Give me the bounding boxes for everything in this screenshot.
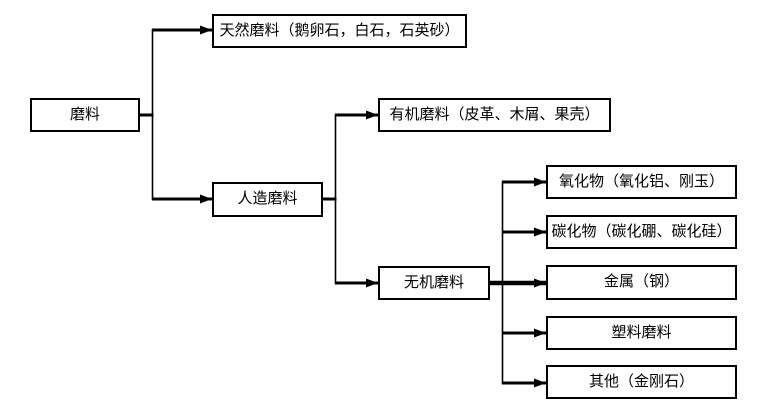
node-inorganic-abrasive: 无机磨料 — [378, 266, 490, 300]
node-oxide: 氧化物（氧化铝、刚玉） — [546, 165, 737, 199]
node-natural-abrasive: 天然磨料（鹅卵石，白石，石英砂） — [212, 14, 467, 48]
node-organic-abrasive: 有机磨料（皮革、木屑、果壳） — [378, 98, 611, 132]
node-artificial-abrasive: 人造磨料 — [212, 182, 323, 217]
node-carbide: 碳化物（碳化硼、碳化硅） — [546, 215, 737, 249]
node-abrasive-root: 磨料 — [30, 98, 140, 132]
node-metal: 金属（钢） — [546, 265, 737, 300]
node-plastic-abrasive: 塑料磨料 — [546, 316, 737, 350]
node-other: 其他（金刚石） — [546, 365, 737, 399]
